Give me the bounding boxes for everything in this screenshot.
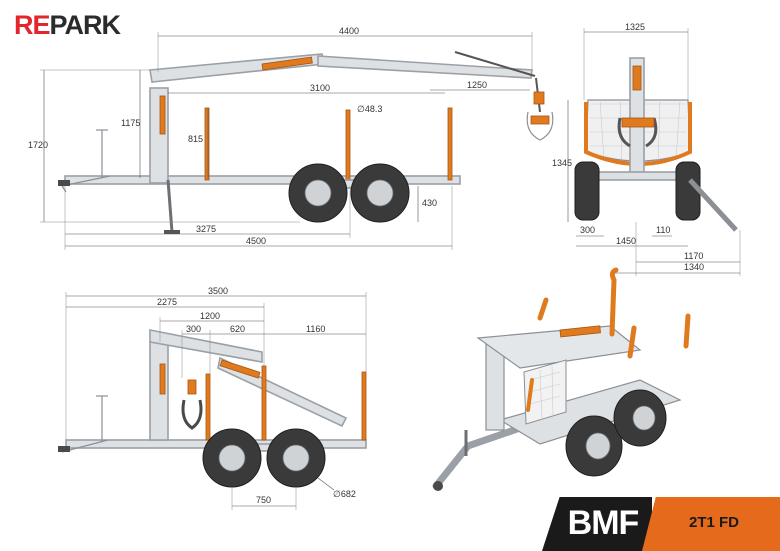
bmf-brand-badge: BMF 2T1 FD	[542, 497, 780, 551]
side-stake-3	[447, 107, 453, 181]
brand-badge-orange	[642, 497, 780, 551]
rear-wheel-left	[574, 161, 600, 221]
side-main-boom	[149, 53, 325, 83]
dim-rear-top-width: 1325	[625, 22, 645, 32]
rear-grapple	[617, 117, 658, 148]
perspective-view	[432, 267, 691, 491]
dim-crane-reach: 4400	[339, 26, 359, 36]
dim-stake-height: 815	[188, 134, 203, 144]
dim-rear-span-a: 1170	[684, 251, 703, 261]
dim-inner-boom: 3100	[310, 83, 330, 93]
side-telescope-rod	[454, 51, 536, 77]
side-stake-2	[345, 109, 351, 181]
brand-badge-black	[542, 497, 652, 551]
dim-folded-pivot-offset: 300	[186, 324, 201, 334]
folded-stake-3	[361, 371, 367, 441]
side-hitch	[58, 180, 70, 186]
repark-logo: REPARK	[14, 10, 121, 40]
dim-folded-boom-offset: 1200	[200, 311, 220, 321]
persp-stake-3	[683, 313, 691, 349]
side-grapple	[526, 111, 554, 141]
dim-ground-clearance: 430	[422, 198, 437, 208]
dim-folded-crane-pos: 2275	[157, 297, 177, 307]
folded-grapple	[181, 399, 203, 430]
dim-overall-length: 4500	[246, 236, 266, 246]
dim-boom-extension: 1250	[467, 80, 487, 90]
side-stake-1	[204, 107, 210, 181]
dim-folded-overall: 3500	[208, 286, 228, 296]
side-boom-cylinder	[261, 56, 313, 71]
dim-rear-wheel-offset: 300	[580, 225, 595, 235]
folded-view: 3500 2275 1200 300 620 1160 750 ∅682	[58, 286, 367, 510]
folded-stake-1	[205, 373, 211, 441]
persp-basket	[523, 359, 567, 425]
dim-rear-stabilizer-offset: 110	[656, 225, 670, 235]
dim-overall-height: 1720	[28, 140, 48, 150]
folded-main-boom	[149, 329, 263, 363]
folded-stake-2	[261, 365, 267, 441]
side-rotator	[533, 91, 545, 105]
dim-stake-diameter: ∅48.3	[357, 104, 382, 114]
side-stick-boom	[317, 55, 533, 79]
dim-bunk-length: 3275	[196, 224, 216, 234]
dim-column-height: 1175	[121, 118, 140, 128]
dim-folded-cylinder: 620	[230, 324, 245, 334]
side-slew-cylinder	[159, 95, 166, 135]
dim-folded-wheel-diameter: ∅682	[333, 489, 356, 499]
dim-rear-track: 1450	[616, 236, 636, 246]
rear-stabilizer-leg	[688, 178, 738, 232]
model-name: 2T1 FD	[688, 514, 739, 531]
rear-wheel-right	[675, 161, 701, 221]
brand-name: BMF	[567, 504, 640, 542]
dim-folded-wheelbase: 750	[256, 495, 271, 505]
side-view: 4400 3100 1250 ∅48.3 1720 1175 815 430 3…	[28, 26, 554, 250]
side-outrigger-leg	[166, 179, 174, 233]
dim-rear-span-b: 1340	[684, 262, 704, 272]
folded-rotator	[187, 379, 197, 395]
dim-folded-rear-overhang: 1160	[306, 324, 325, 334]
persp-stake-2	[609, 267, 619, 337]
dim-rear-height: 1345	[552, 158, 572, 168]
rear-view: 1325 1345 300 1450 110 1170 1340	[552, 22, 741, 276]
persp-stake-1	[537, 297, 549, 321]
persp-drawbar	[432, 424, 524, 490]
